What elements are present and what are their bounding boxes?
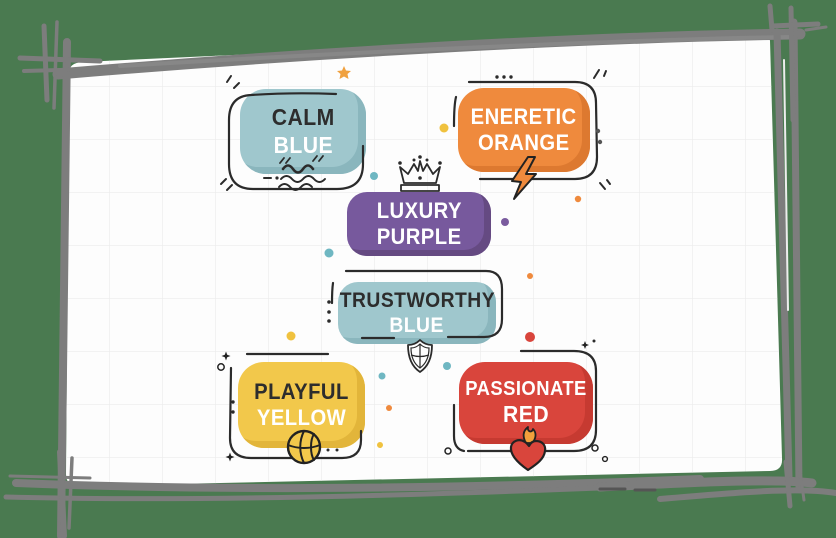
- badge-label: ORANGE: [478, 130, 570, 155]
- crown-icon: [398, 155, 442, 192]
- badge-label: LUXURY: [376, 197, 462, 223]
- whiteboard-panel: [66, 30, 783, 487]
- badge-label: PLAYFUL: [254, 378, 349, 404]
- star-icon: [337, 66, 351, 79]
- badge-passionate-red: PASSIONATE RED: [459, 362, 593, 444]
- badge-playful-yellow: PLAYFUL YELLOW: [238, 362, 365, 448]
- badge-trustworthy-blue: TRUSTWORTHY BLUE: [338, 282, 496, 344]
- sketchy-frame: [3, 3, 836, 538]
- badge-calm-blue: CALM BLUE: [240, 89, 366, 174]
- badge-label: CALM: [271, 103, 335, 130]
- badge-energetic-orange: ENERETIC ORANGE: [458, 88, 590, 172]
- shield-icon: [407, 339, 433, 373]
- badge-label: PURPLE: [376, 224, 462, 249]
- badge-label: BLUE: [389, 314, 445, 337]
- badge-label: TRUSTWORTHY: [339, 288, 495, 312]
- badge-label: PASSIONATE: [465, 378, 587, 401]
- badge-label: ENERETIC: [470, 103, 578, 129]
- badge-label: YELLOW: [256, 405, 347, 430]
- badge-label: RED: [502, 401, 550, 428]
- badge-label: BLUE: [273, 131, 333, 158]
- badge-luxury-purple: LUXURY PURPLE: [347, 192, 491, 256]
